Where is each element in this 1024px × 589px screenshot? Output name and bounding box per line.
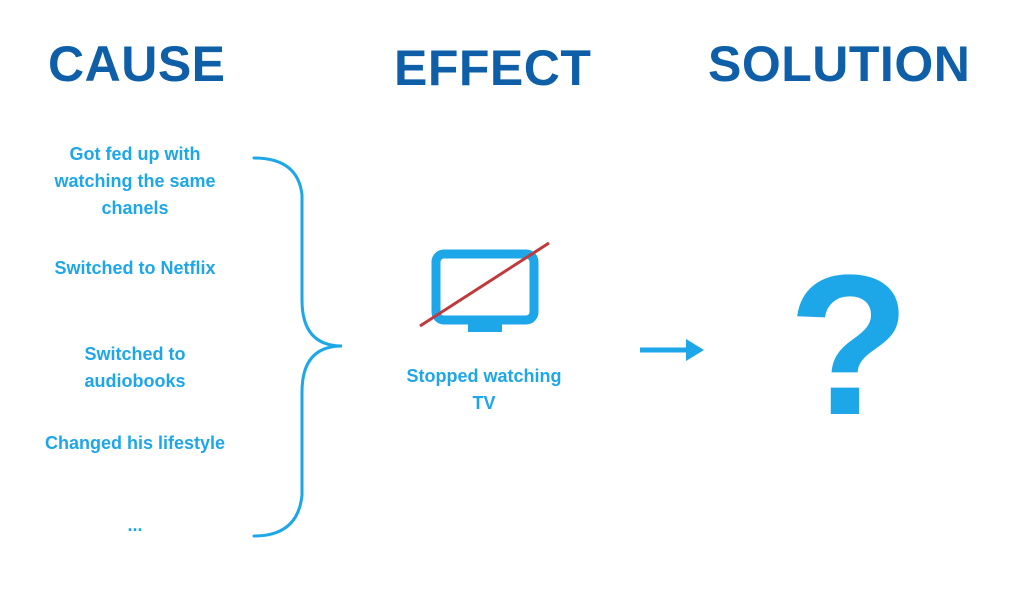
right-arrow-icon <box>640 339 704 361</box>
cause-item: Switched to Netflix <box>54 258 216 278</box>
question-mark-icon: ? <box>788 234 911 457</box>
effect-label: Stopped watching TV <box>406 366 562 413</box>
cause-item: Switched to audiobooks <box>84 344 186 391</box>
solution-heading: SOLUTION <box>708 36 971 92</box>
crossed-out-tv-icon <box>419 241 550 332</box>
cause-item: Got fed up with watching the same chanel… <box>54 144 216 218</box>
cause-more-ellipsis: ... <box>127 515 143 535</box>
curly-brace <box>252 156 343 538</box>
cause-heading: CAUSE <box>48 36 226 92</box>
effect-heading: EFFECT <box>394 40 592 96</box>
cause-item: Changed his lifestyle <box>44 433 226 453</box>
